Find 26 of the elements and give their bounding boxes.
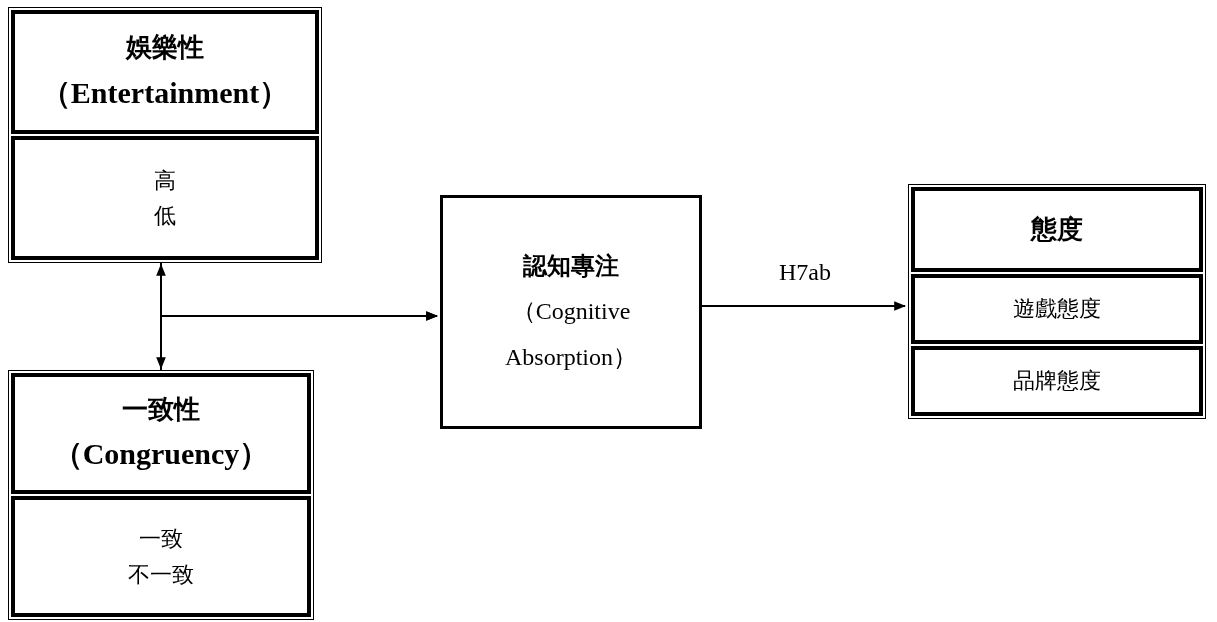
- cell-text: 不一致: [128, 560, 194, 589]
- cell-text: 遊戲態度: [1013, 295, 1101, 324]
- arrow: [160, 311, 439, 371]
- cell-text: （Cognitive Absorption）: [504, 297, 638, 372]
- table-cell: [911, 273, 1203, 344]
- cell-text: 高: [154, 166, 176, 195]
- process-box: [440, 195, 702, 429]
- cell-text: （Congruency）: [52, 436, 270, 473]
- header-cell: [11, 10, 319, 134]
- table-cell: [911, 345, 1203, 416]
- heading-text: 娛樂性: [126, 32, 204, 65]
- cell-text: （Entertainment）: [40, 74, 290, 111]
- arrow: [701, 301, 907, 311]
- header-cell: [911, 187, 1203, 272]
- heading-text: 一致性: [122, 393, 200, 426]
- table-frame: [908, 184, 1206, 419]
- table-cell: [11, 136, 319, 260]
- cell-text: 低: [154, 202, 176, 230]
- table-frame: [8, 370, 314, 620]
- cell-text: 一致: [139, 525, 183, 554]
- header-cell: [11, 373, 311, 494]
- table-frame: [8, 7, 322, 263]
- cell-text: 品牌態度: [1013, 367, 1101, 396]
- heading-text: 認知專注: [523, 251, 619, 281]
- table-cell: [11, 496, 311, 617]
- heading-text: 態度: [1031, 213, 1083, 246]
